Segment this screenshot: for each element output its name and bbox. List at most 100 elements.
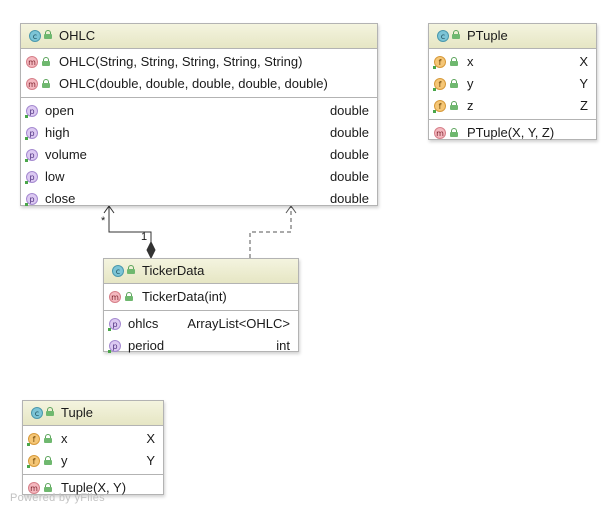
field-type: double [329,191,369,206]
lock-icon [44,434,52,443]
field-row[interactable]: p period int [104,335,298,357]
methods-section: m OHLC(String, String, String, String, S… [21,49,377,98]
composition-diamond [146,240,156,260]
field-type: int [276,338,290,353]
method-name: Tuple(X, Y) [61,480,127,495]
dependency-arrowhead [285,205,297,214]
method-icon: m [26,56,38,68]
class-header[interactable]: c OHLC [21,24,377,49]
lock-icon [450,128,458,137]
method-row[interactable]: m OHLC(String, String, String, String, S… [21,51,377,73]
class-header[interactable]: c Tuple [23,401,163,426]
class-title: TickerData [142,263,205,278]
method-row[interactable]: m Tuple(X, Y) [23,477,163,499]
field-name: ohlcs [128,316,159,331]
fields-section: p ohlcs ArrayList<OHLC> p period int [104,311,298,359]
field-row[interactable]: f y Y [23,450,163,472]
field-row[interactable]: f x X [429,51,596,73]
field-type: double [329,103,369,118]
field-type: X [579,54,588,69]
watermark: Powered by yFiles [10,492,105,504]
method-icon: m [434,127,446,139]
field-row[interactable]: p close double [21,188,377,210]
class-header[interactable]: c PTuple [429,24,596,49]
field-type: X [146,431,155,446]
property-icon: p [108,318,121,331]
field-type: ArrayList<OHLC> [187,316,290,331]
lock-icon [46,407,54,416]
method-name: PTuple(X, Y, Z) [467,125,555,140]
class-title: Tuple [61,405,94,420]
field-row[interactable]: f y Y [429,73,596,95]
class-icon: c [437,30,449,42]
method-name: TickerData(int) [142,289,227,304]
method-row[interactable]: m PTuple(X, Y, Z) [429,122,596,144]
lock-icon [127,265,135,274]
field-name: y [467,76,474,91]
fields-section: p open double p high double p volume dou… [21,98,377,212]
field-row[interactable]: p low double [21,166,377,188]
fields-section: f x X f y Y f z Z [429,49,596,120]
field-name: high [45,125,70,140]
method-icon: m [109,291,121,303]
field-row[interactable]: p open double [21,100,377,122]
class-ptuple[interactable]: c PTuple f x X f y Y f z Z m PTuple(X, Y… [428,23,597,140]
field-name: open [45,103,74,118]
methods-section: m PTuple(X, Y, Z) [429,120,596,146]
target-multiplicity: 1 [141,231,148,243]
field-icon: f [433,56,446,69]
property-icon: p [25,105,38,118]
field-row[interactable]: p volume double [21,144,377,166]
property-icon: p [25,127,38,140]
class-tickerdata[interactable]: c TickerData m TickerData(int) p ohlcs A… [103,258,299,353]
field-type: double [329,169,369,184]
methods-section: m TickerData(int) [104,284,298,311]
field-type: double [329,147,369,162]
property-icon: p [108,340,121,353]
composition-edge[interactable] [108,206,152,252]
field-name: close [45,191,76,206]
fields-section: f x X f y Y [23,426,163,475]
class-icon: c [31,407,43,419]
field-name: x [467,54,474,69]
class-icon: c [112,265,124,277]
lock-icon [44,483,52,492]
source-multiplicity: * [101,215,106,227]
class-ohlc[interactable]: c OHLC m OHLC(String, String, String, St… [20,23,378,206]
field-type: double [329,125,369,140]
property-icon: p [25,171,38,184]
lock-icon [44,456,52,465]
lock-icon [44,30,52,39]
field-icon: f [433,78,446,91]
lock-icon [42,79,50,88]
method-row[interactable]: m TickerData(int) [104,286,298,308]
method-name: OHLC(String, String, String, String, Str… [59,54,303,69]
class-tuple[interactable]: c Tuple f x X f y Y m Tuple(X, Y) [22,400,164,495]
lock-icon [450,101,458,110]
dependency-edge[interactable] [249,206,292,258]
field-icon: f [433,100,446,113]
field-row[interactable]: f z Z [429,95,596,117]
class-icon: c [29,30,41,42]
class-title: PTuple [467,28,508,43]
composition-arrowhead [103,205,115,214]
field-row[interactable]: p high double [21,122,377,144]
class-header[interactable]: c TickerData [104,259,298,284]
property-icon: p [25,149,38,162]
method-row[interactable]: m OHLC(double, double, double, double, d… [21,73,377,95]
lock-icon [42,57,50,66]
methods-section: m Tuple(X, Y) [23,475,163,501]
method-name: OHLC(double, double, double, double, dou… [59,76,328,91]
field-row[interactable]: f x X [23,428,163,450]
lock-icon [450,79,458,88]
lock-icon [452,30,460,39]
field-row[interactable]: p ohlcs ArrayList<OHLC> [104,313,298,335]
lock-icon [125,292,133,301]
field-name: volume [45,147,87,162]
field-icon: f [27,433,40,446]
property-icon: p [25,193,38,206]
field-name: y [61,453,68,468]
method-icon: m [26,78,38,90]
method-icon: m [28,482,40,494]
